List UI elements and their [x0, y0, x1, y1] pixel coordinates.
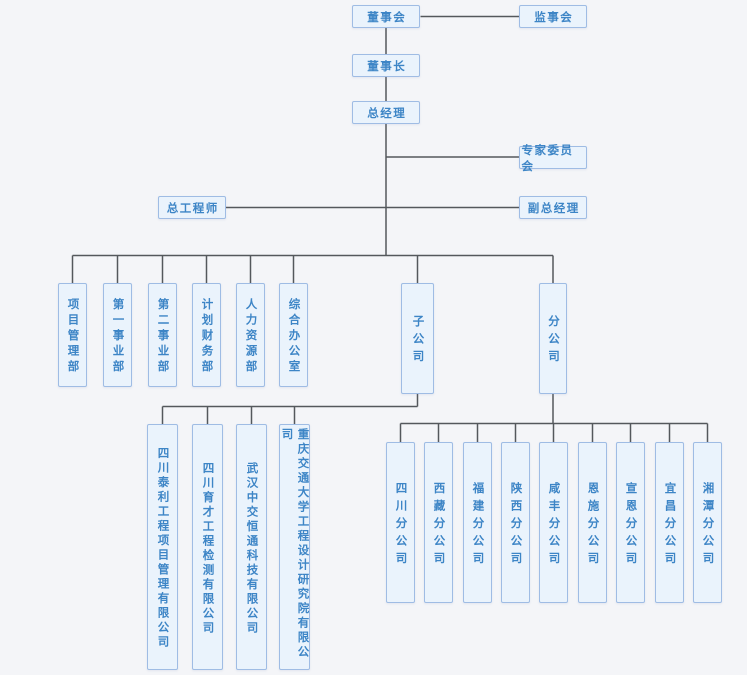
- node-branch-9: 湘潭分公司: [693, 442, 722, 603]
- node-dept-first-business: 第一事业部: [103, 283, 132, 387]
- node-deputy-general-manager: 副总经理: [519, 196, 587, 219]
- node-branch-4: 陕西分公司: [501, 442, 530, 603]
- node-branches-parent: 分公司: [539, 283, 567, 394]
- node-subsidiary-2: 四川育才工程检测有限公司: [192, 424, 223, 670]
- node-general-manager: 总经理: [352, 101, 420, 124]
- node-branch-1: 四川分公司: [386, 442, 415, 603]
- node-dept-second-business: 第二事业部: [148, 283, 177, 387]
- node-branch-6: 恩施分公司: [578, 442, 607, 603]
- node-chief-engineer: 总工程师: [158, 196, 226, 219]
- node-board: 董事会: [352, 5, 420, 28]
- node-dept-planning-finance: 计划财务部: [192, 283, 221, 387]
- node-branch-2: 西藏分公司: [424, 442, 453, 603]
- node-subsidiary-4: 重庆交通大学工程设计研究院有限公司: [279, 424, 310, 670]
- node-dept-general-office: 综合办公室: [279, 283, 308, 387]
- node-branch-8: 宜昌分公司: [655, 442, 684, 603]
- node-branch-5: 咸丰分公司: [539, 442, 568, 603]
- node-expert-committee: 专家委员会: [519, 145, 587, 173]
- node-subsidiaries-parent: 子公司: [401, 283, 434, 394]
- node-subsidiary-1: 四川泰利工程项目管理有限公司: [147, 424, 178, 670]
- node-dept-project-management: 项目管理部: [58, 283, 87, 387]
- node-branch-3: 福建分公司: [463, 442, 492, 603]
- node-dept-human-resources: 人力资源部: [236, 283, 265, 387]
- node-branch-7: 宣恩分公司: [616, 442, 645, 603]
- node-chairman: 董事长: [352, 54, 420, 77]
- node-supervisory-board: 监事会: [519, 5, 587, 28]
- node-subsidiary-3: 武汉中交恒通科技有限公司: [236, 424, 267, 670]
